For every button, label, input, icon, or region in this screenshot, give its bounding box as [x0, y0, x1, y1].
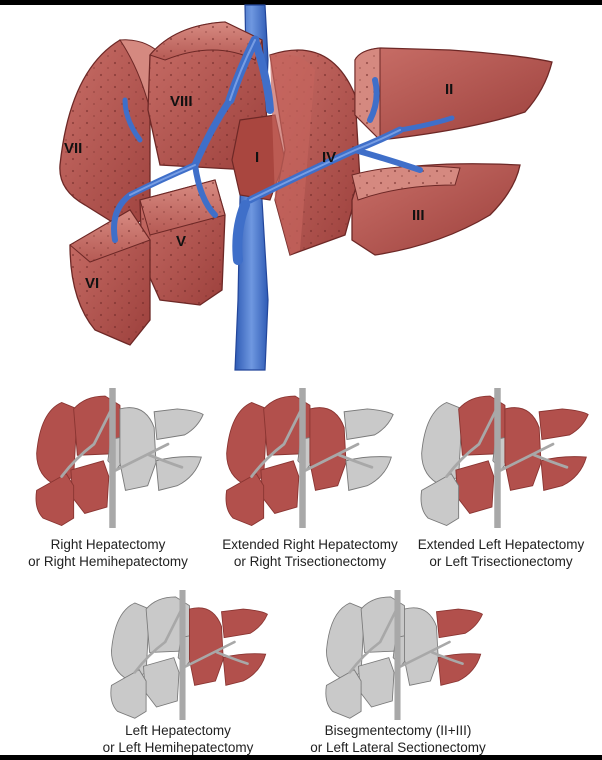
caption-line: Left Hepatectomy: [125, 723, 231, 738]
thumb-vessel: [301, 442, 360, 474]
thumb-segment: [345, 456, 392, 491]
thumb-vessel: [445, 405, 499, 478]
procedure-thumbnail-bisegmentectomy: [325, 590, 483, 720]
thumb-segment: [504, 407, 542, 491]
thumb-vessel: [396, 640, 451, 670]
caption-right-hepatectomy: Right Hepatectomy or Right Hemihepatecto…: [8, 536, 208, 570]
label-segment-iv: IV: [322, 149, 336, 166]
thumb-segment: [70, 460, 110, 515]
thumb-vessel: [133, 606, 184, 674]
thumb-vessel: [148, 453, 184, 469]
label-segment-iii: III: [412, 207, 425, 224]
thumb-segment: [420, 473, 460, 527]
thumb-segment: [222, 653, 267, 686]
segment-vi: [69, 209, 151, 346]
label-segment-v: V: [176, 233, 186, 250]
caption-extended-left-hepatectomy: Extended Left Hepatectomy or Left Trisec…: [401, 536, 601, 570]
thumb-segment: [421, 401, 463, 487]
segment-ii: [354, 47, 553, 142]
thumb-segment: [455, 460, 495, 515]
thumb-segment: [309, 407, 347, 491]
caption-line: or Left Hemihepatectomy: [102, 740, 254, 755]
thumb-vessel: [533, 453, 569, 469]
procedure-thumbnail-extended-left-hepatectomy: [420, 388, 589, 528]
thumb-segment: [404, 607, 439, 686]
thumb-segment: [358, 657, 395, 708]
thumb-segment: [538, 408, 589, 441]
thumb-segment: [436, 608, 483, 639]
thumb-vessel: [111, 442, 170, 474]
label-segment-vi: VI: [85, 275, 99, 292]
caption-line: or Right Hemihepatectomy: [28, 554, 188, 569]
caption-line: or Right Trisectionectomy: [233, 554, 387, 569]
thumb-vessel: [60, 405, 114, 478]
thumb-segment: [35, 473, 75, 527]
thumb-segment: [143, 657, 180, 708]
main-liver: [59, 4, 553, 371]
bottom-border: [0, 755, 602, 760]
caption-line: Extended Right Hepatectomy: [222, 537, 398, 552]
caption-left-hepatectomy: Left Hepatectomy or Left Hemihepatectomy: [78, 722, 278, 756]
thumb-vessel: [250, 405, 304, 478]
thumb-vessel: [348, 606, 399, 674]
thumb-segment: [325, 669, 362, 719]
procedure-thumbnail-right-hepatectomy: [35, 388, 204, 528]
thumb-segment: [36, 401, 78, 487]
thumb-vessel: [430, 651, 464, 665]
thumb-segment: [221, 608, 268, 639]
label-segment-vii: VII: [64, 140, 82, 157]
thumb-segment: [189, 607, 224, 686]
caption-line: Right Hepatectomy: [50, 537, 166, 552]
thumb-segment: [260, 460, 300, 515]
segment-iv: [269, 49, 361, 256]
thumb-segment: [540, 456, 587, 491]
thumb-segment: [155, 456, 202, 491]
thumb-vessel: [215, 651, 249, 665]
thumb-segment: [153, 408, 204, 441]
thumb-segment: [437, 653, 482, 686]
thumb-segment: [110, 602, 151, 682]
thumb-vessel: [181, 640, 236, 670]
caption-line: or Left Lateral Sectionectomy: [310, 740, 486, 755]
thumb-vessel: [338, 453, 374, 469]
thumb-segment: [225, 473, 265, 527]
thumb-segment: [343, 408, 394, 441]
caption-bisegmentectomy: Bisegmentectomy (II+III) or Left Lateral…: [298, 722, 498, 756]
thumb-vessel: [496, 442, 555, 474]
thumb-segment: [110, 669, 147, 719]
caption-line: Bisegmentectomy (II+III): [324, 723, 472, 738]
procedure-thumbnail-left-hepatectomy: [110, 590, 268, 720]
segment-vii: [59, 39, 163, 231]
thumb-segment: [325, 602, 366, 682]
label-segment-ii: II: [445, 81, 453, 98]
label-segment-i: I: [255, 149, 259, 166]
procedure-thumbnail-extended-right-hepatectomy: [225, 388, 394, 528]
caption-line: or Left Trisectionectomy: [429, 554, 573, 569]
caption-line: Extended Left Hepatectomy: [417, 537, 585, 552]
thumb-segment: [226, 401, 268, 487]
caption-extended-right-hepatectomy: Extended Right Hepatectomy or Right Tris…: [210, 536, 410, 570]
thumb-segment: [119, 407, 157, 491]
label-segment-viii: VIII: [170, 93, 193, 110]
segment-iii: [351, 163, 521, 256]
top-border: [0, 0, 602, 5]
